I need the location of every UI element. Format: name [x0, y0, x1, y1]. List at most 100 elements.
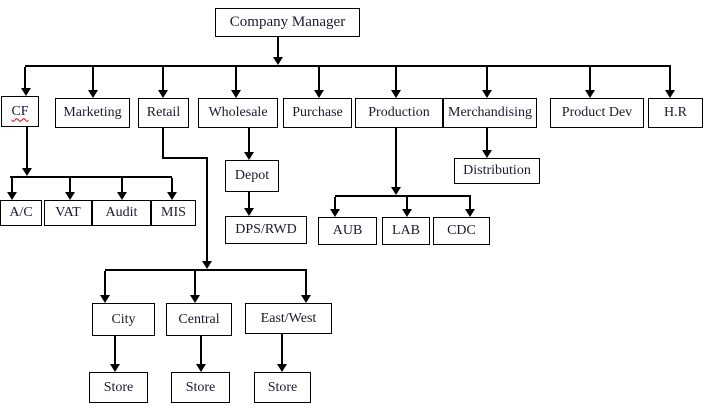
arrow-down-icon: [21, 88, 31, 96]
node-lab: LAB: [382, 217, 430, 245]
node-wholesale: Wholesale: [198, 98, 278, 128]
node-dps-rwd: DPS/RWD: [225, 216, 307, 244]
connector-line: [11, 178, 13, 192]
node-retail: Retail: [138, 98, 189, 128]
node-marketing: Marketing: [55, 98, 130, 128]
connector-line: [235, 67, 237, 90]
connector-line: [281, 334, 283, 364]
node-city: City: [92, 303, 155, 336]
node-label: VAT: [55, 205, 81, 220]
node-label: DPS/RWD: [235, 222, 297, 237]
node-label: Central: [178, 311, 220, 327]
node-label: A/C: [9, 205, 33, 220]
connector-line: [277, 36, 279, 57]
node-label: Store: [103, 379, 134, 395]
arrow-down-icon: [110, 364, 120, 372]
node-label: AUB: [332, 223, 363, 238]
connector-line: [395, 128, 397, 187]
node-merchandising: Merchandising: [443, 98, 537, 128]
connector-line: [318, 67, 320, 90]
arrow-down-icon: [231, 90, 241, 98]
node-label: Store: [185, 379, 216, 395]
node-company-manager: Company Manager: [215, 8, 360, 37]
connector-line: [335, 195, 471, 197]
node-label: Retail: [146, 105, 181, 120]
node-label: Audit: [105, 205, 138, 220]
connector-line: [305, 271, 307, 295]
connector-line: [469, 197, 471, 209]
connector-line: [162, 157, 208, 159]
arrow-down-icon: [7, 192, 17, 200]
node-label: Distribution: [463, 163, 531, 178]
arrow-down-icon: [301, 295, 311, 303]
node-label: Company Manager: [229, 14, 346, 30]
connector-line: [69, 178, 71, 192]
node-cf: CF: [1, 96, 39, 127]
node-production: Production: [355, 98, 443, 128]
connector-line: [486, 128, 488, 150]
node-label: Production: [368, 105, 430, 120]
arrow-down-icon: [100, 295, 110, 303]
node-label: H.R: [664, 105, 687, 120]
arrow-down-icon: [402, 209, 412, 217]
arrow-down-icon: [273, 57, 283, 65]
arrow-down-icon: [244, 208, 254, 216]
connector-line: [248, 192, 250, 208]
node-east-west: East/West: [245, 303, 332, 334]
connector-line: [114, 336, 116, 364]
arrow-down-icon: [65, 192, 75, 200]
connector-line: [162, 128, 164, 158]
node-label: Wholesale: [208, 105, 268, 120]
node-ac: A/C: [0, 200, 42, 226]
node-label: Marketing: [63, 105, 122, 120]
arrow-down-icon: [196, 364, 206, 372]
connector-line: [171, 178, 173, 192]
node-depot: Depot: [225, 160, 279, 192]
node-label: Store: [267, 379, 298, 395]
node-product-dev: Product Dev: [550, 98, 644, 128]
arrow-down-icon: [585, 90, 595, 98]
arrow-down-icon: [482, 150, 492, 158]
arrow-down-icon: [244, 152, 254, 160]
node-label: Product Dev: [561, 105, 633, 120]
arrow-down-icon: [88, 90, 98, 98]
arrow-down-icon: [117, 192, 127, 200]
arrow-down-icon: [277, 364, 287, 372]
arrow-down-icon: [190, 295, 200, 303]
node-label: MIS: [161, 205, 186, 220]
arrow-down-icon: [665, 90, 675, 98]
connector-line: [248, 128, 250, 152]
arrow-down-icon: [167, 192, 177, 200]
node-purchase: Purchase: [283, 98, 352, 128]
arrow-down-icon: [391, 187, 401, 195]
arrow-down-icon: [158, 90, 168, 98]
connector-line: [104, 271, 106, 295]
connector-line: [200, 336, 202, 364]
arrow-down-icon: [22, 168, 32, 176]
connector-line: [206, 157, 208, 261]
connector-line: [395, 67, 397, 90]
node-store-city: Store: [89, 372, 148, 403]
arrow-down-icon: [314, 90, 324, 98]
node-central: Central: [166, 303, 232, 336]
node-store-east-west: Store: [254, 372, 311, 403]
connector-line: [105, 269, 307, 271]
connector-line: [25, 65, 671, 67]
connector-line: [10, 176, 172, 178]
node-audit: Audit: [92, 200, 151, 226]
arrow-down-icon: [482, 90, 492, 98]
node-store-central: Store: [171, 372, 230, 403]
node-cdc: CDC: [433, 217, 490, 245]
node-label: City: [111, 311, 136, 327]
connector-line: [406, 197, 408, 209]
node-label: Merchandising: [448, 105, 532, 120]
connector-line: [334, 197, 336, 209]
connector-line: [486, 67, 488, 90]
node-label: LAB: [392, 223, 420, 238]
arrow-down-icon: [330, 209, 340, 217]
node-label: Depot: [234, 168, 270, 183]
arrow-down-icon: [202, 261, 212, 269]
node-label: CDC: [447, 223, 476, 238]
connector-line: [589, 67, 591, 90]
